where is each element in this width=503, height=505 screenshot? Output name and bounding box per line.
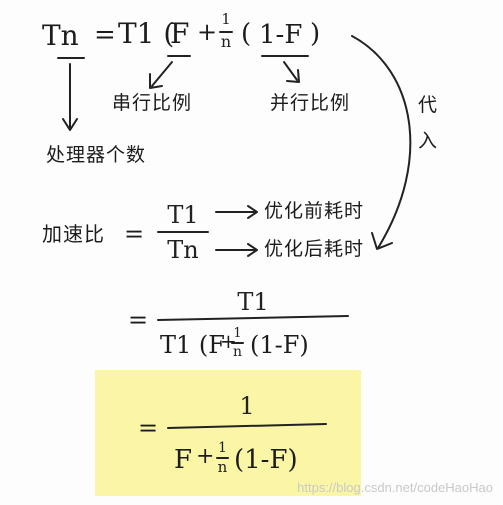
step2-frac-num: 1 [233, 326, 242, 341]
arrow-after-head [247, 243, 258, 257]
tn-symbol: Tn [42, 19, 79, 52]
speedup-numerator: T1 [167, 201, 199, 229]
parallel-ratio-label: 并行比例 [270, 92, 351, 114]
substitute-arrow-head [371, 232, 393, 250]
t1-open-paren: T1 ( [118, 17, 175, 50]
plus-sign: + [197, 18, 218, 46]
step3-frac-den: n [217, 458, 228, 476]
one-minus-f: 1-F [259, 20, 303, 50]
step3-den-f: F [174, 445, 193, 475]
line1-frac-num: 1 [221, 10, 231, 28]
arrow-down-head [62, 118, 78, 131]
line1-frac-den: n [220, 32, 232, 51]
step2-den-b: (1-F) [250, 331, 309, 359]
result-highlight [95, 370, 361, 496]
speedup-equals: = [124, 220, 145, 248]
inner-open-paren: ( [241, 19, 252, 49]
processor-count-label: 处理器个数 [46, 144, 147, 166]
step2-den-a: T1 (F [160, 331, 225, 359]
speedup-denominator: Tn [167, 236, 199, 264]
watermark-url: https://blog.csdn.net/codeHaoHao [297, 480, 493, 495]
serial-ratio-label: 串行比例 [112, 92, 193, 114]
arrow-before-head [247, 205, 258, 219]
step2-equals: = [128, 306, 149, 334]
substitute-label-2: 入 [418, 130, 439, 152]
substitute-label-1: 代 [418, 94, 439, 116]
close-parens: ) [310, 19, 321, 49]
arrow-parallel-head [286, 69, 300, 83]
step3-equals: = [138, 414, 159, 442]
speedup-label: 加速比 [42, 222, 105, 246]
step3-den-b: (1-F) [234, 445, 298, 475]
step2-plus: + [220, 329, 237, 353]
arrow-parallel-shaft [283, 61, 298, 81]
substitute-arrow-curve [351, 35, 412, 249]
step2-numerator: T1 [237, 288, 269, 316]
step2-frac-den: n [232, 344, 243, 360]
equals-sign: = [94, 20, 116, 50]
f-symbol: F [170, 17, 190, 50]
time-before-label: 优化前耗时 [264, 200, 365, 222]
step3-numerator: 1 [239, 392, 255, 420]
step3-plus: + [196, 444, 215, 469]
step3-fraction-bar [167, 423, 327, 429]
step2-fraction-bar [157, 315, 349, 321]
arrow-serial-shaft [151, 61, 173, 87]
time-after-label: 优化后耗时 [264, 238, 365, 260]
step3-frac-num: 1 [218, 440, 227, 456]
arrow-serial-head [149, 73, 163, 89]
